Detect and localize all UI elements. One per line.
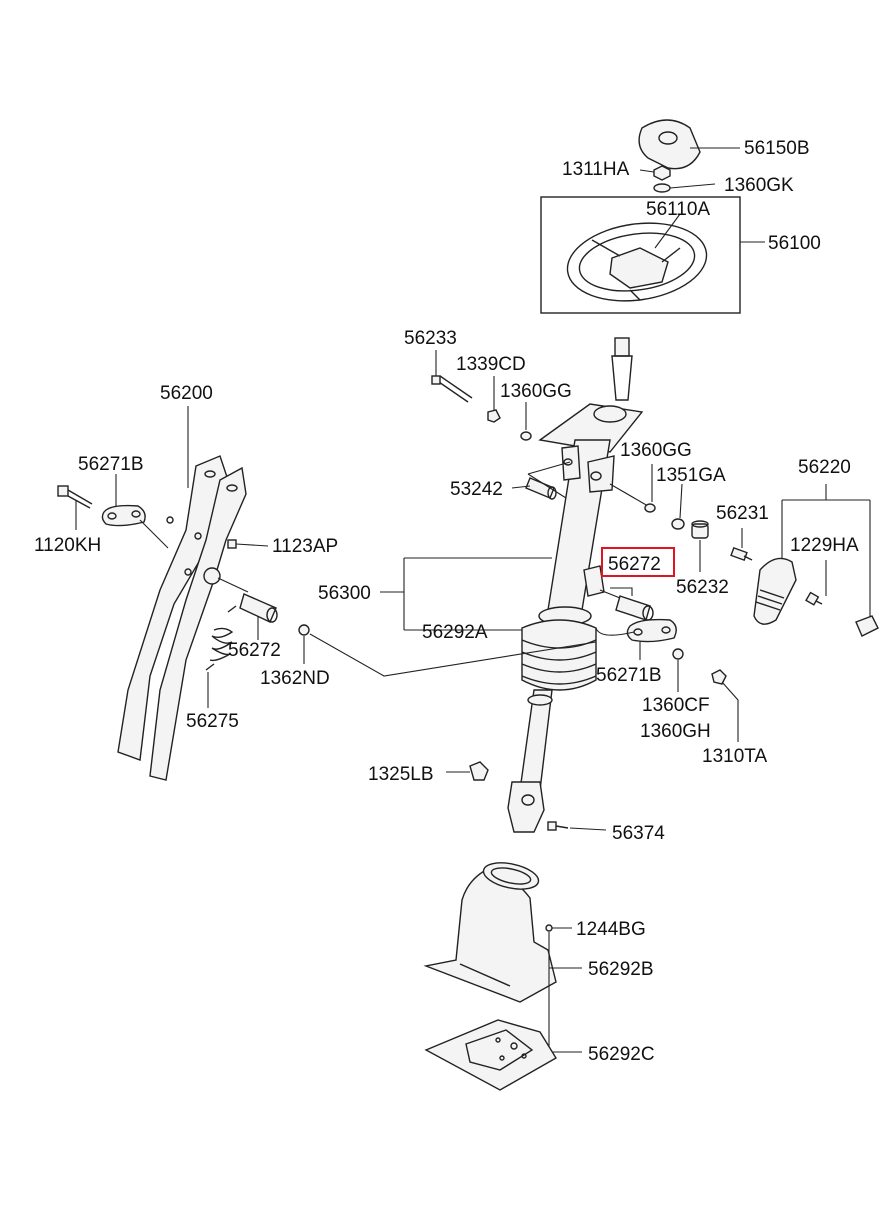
nut-1310ta-part (711, 669, 727, 685)
screw-1123ap-part (227, 539, 237, 549)
nut-1339cd-part (487, 409, 501, 423)
label-1360CF: 1360CF (642, 695, 710, 716)
bracket-plate-56271b-left-part (101, 504, 146, 527)
label-56271B-b: 56271B (596, 665, 662, 686)
label-56292B: 56292B (588, 959, 654, 980)
label-56150B: 56150B (744, 138, 810, 159)
label-1362ND: 1362ND (260, 668, 330, 689)
washer-1362nd-part (298, 624, 310, 636)
label-1360GG-a: 1360GG (500, 381, 572, 402)
horn-cover-part (638, 119, 701, 170)
label-1311HA: 1311HA (562, 159, 630, 180)
label-56271B-a: 56271B (78, 454, 144, 475)
label-56272-highlighted: 56272 (608, 554, 661, 575)
washer-1360gg-b-part (644, 503, 656, 513)
bolt-56233-part (431, 375, 473, 403)
lever-cap-part (855, 615, 879, 637)
label-1244BG: 1244BG (576, 919, 646, 940)
label-53242: 53242 (450, 479, 503, 500)
label-56232: 56232 (676, 577, 729, 598)
bolt-1120kh-part (57, 485, 93, 509)
label-56272-b: 56272 (228, 640, 281, 661)
pin-53242-part (525, 477, 557, 500)
bellows-boot-part (521, 606, 597, 691)
tilt-lever-part (753, 557, 797, 625)
label-1325LB: 1325LB (368, 764, 434, 785)
label-56233: 56233 (404, 328, 457, 349)
label-56292A: 56292A (422, 622, 488, 643)
bolt-56231-part (730, 546, 753, 562)
steering-column-part (507, 337, 644, 833)
bolt-56374-part (547, 821, 569, 831)
screw-1244bg-part (545, 924, 553, 932)
spring-56275-part (205, 605, 237, 671)
steering-wheel-group-box (540, 196, 741, 314)
screw-1229ha-part (805, 591, 823, 606)
bushing-1351ga-part (671, 518, 685, 530)
nut-1325lb-part (469, 761, 489, 781)
label-56200: 56200 (160, 383, 213, 404)
label-56110A: 56110A (646, 199, 710, 220)
label-1310TA: 1310TA (702, 746, 767, 767)
pin-56272-right-part (615, 595, 654, 621)
label-56275: 56275 (186, 711, 239, 732)
label-1360GG-b: 1360GG (620, 440, 692, 461)
label-1360GK: 1360GK (724, 175, 794, 196)
floor-plate-56292c-part (424, 1019, 557, 1091)
label-56292C: 56292C (588, 1044, 655, 1065)
label-1120KH: 1120KH (34, 535, 101, 556)
pin-56272-left-part (239, 593, 278, 623)
washer-1360cf-part (672, 648, 684, 660)
highlight-56272-box (601, 547, 675, 577)
label-56300: 56300 (318, 583, 371, 604)
steering-wheel-part (566, 222, 708, 302)
label-56100: 56100 (768, 233, 821, 254)
bracket-plate-56271b-right-part (626, 618, 677, 643)
label-56220: 56220 (798, 457, 851, 478)
washer-part (653, 183, 671, 193)
label-56231: 56231 (716, 503, 769, 524)
label-1339CD: 1339CD (456, 354, 526, 375)
label-1360GH: 1360GH (640, 721, 711, 742)
label-56374: 56374 (612, 823, 665, 844)
label-1229HA: 1229HA (790, 535, 859, 556)
washer-1360gg-part (520, 431, 532, 441)
label-1351GA: 1351GA (656, 465, 726, 486)
nut-part (653, 165, 671, 181)
floor-boot-56292b-part (423, 862, 557, 1003)
label-1123AP: 1123AP (272, 536, 338, 557)
mounting-bracket-56200-part (117, 455, 247, 781)
bushing-56231-part (691, 520, 709, 539)
